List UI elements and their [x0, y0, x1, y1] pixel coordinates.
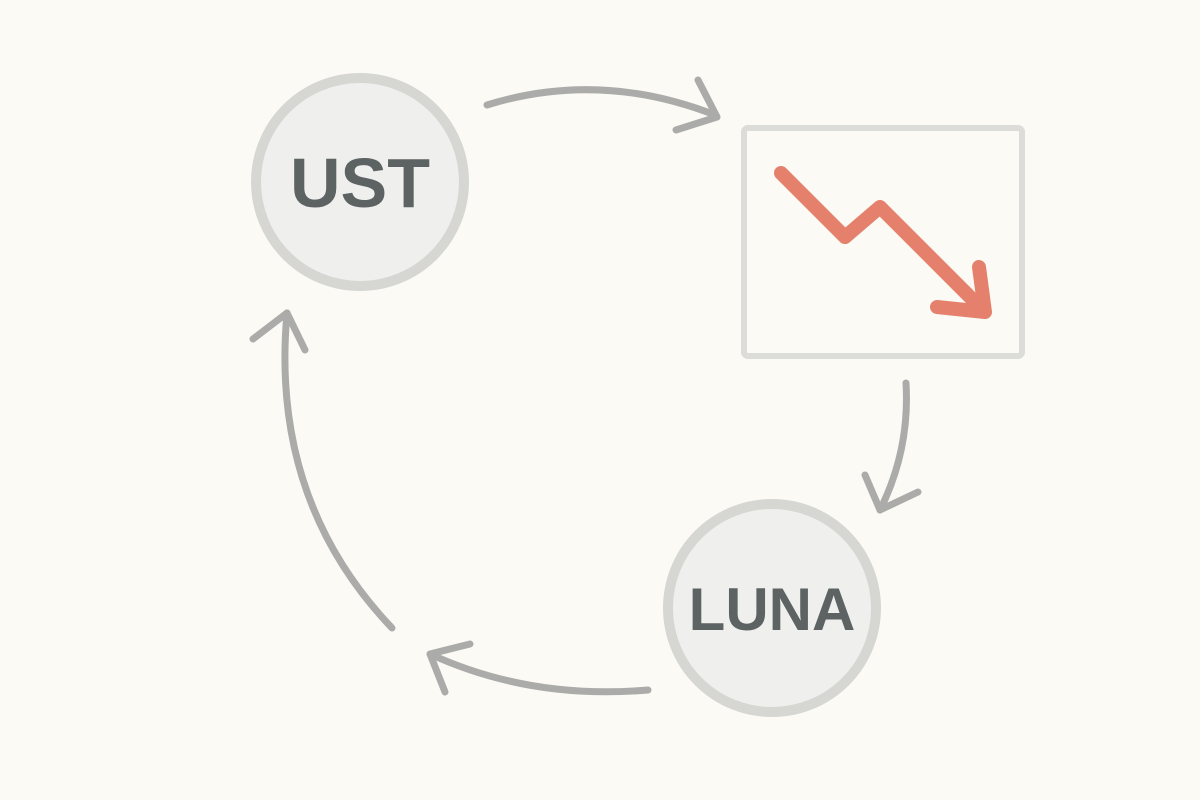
arrow-ust-to-chart — [483, 76, 721, 134]
ust-label: UST — [290, 144, 430, 222]
luna-circle — [663, 499, 881, 717]
ust-node: UST — [251, 73, 469, 291]
arrow-chart-to-luna — [861, 379, 922, 514]
ust-circle — [251, 73, 469, 291]
trending-down-icon — [774, 166, 992, 319]
arrow-luna-to-ust — [426, 640, 652, 696]
chart-frame — [741, 125, 1025, 359]
arrow-luna-ust-return — [249, 309, 396, 632]
luna-label: LUNA — [689, 576, 856, 643]
luna-node: LUNA — [663, 499, 881, 717]
price-chart-box — [741, 125, 1025, 359]
